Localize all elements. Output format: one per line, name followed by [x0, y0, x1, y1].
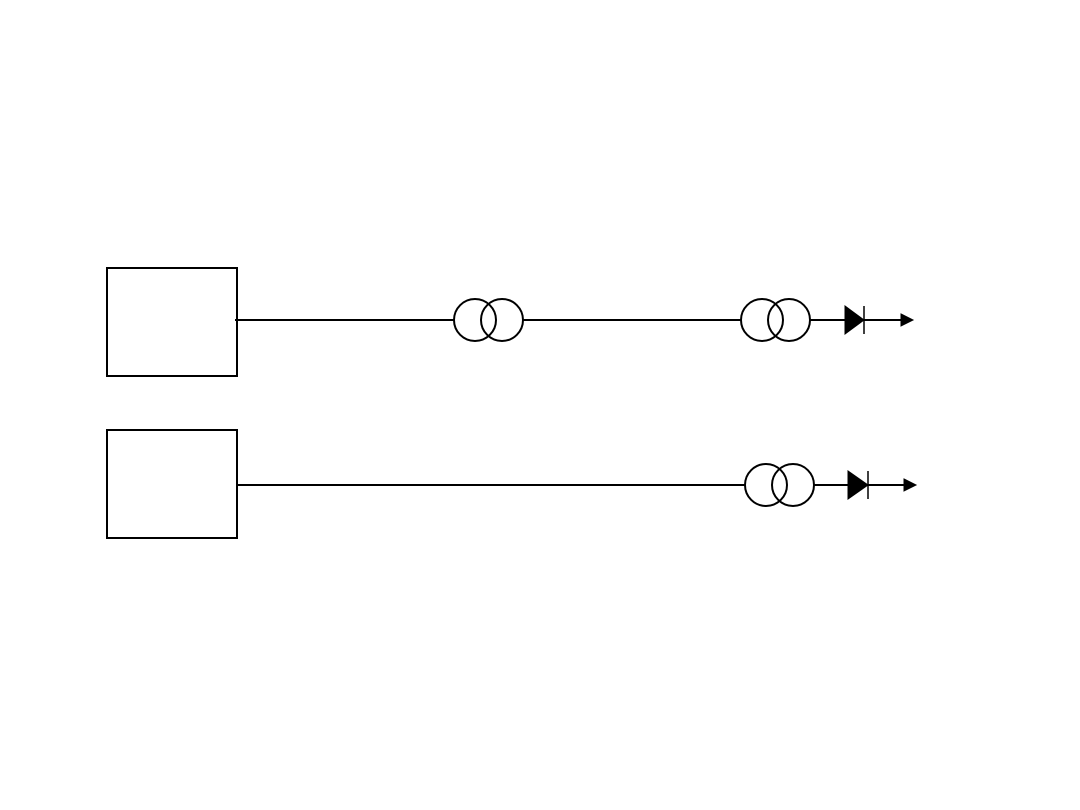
upper-output-arrow-icon: [864, 313, 915, 327]
lower-transformer-icon: [744, 463, 815, 507]
upper-transformer-1-icon: [453, 298, 524, 342]
upper-transformer-2-icon: [740, 298, 811, 342]
upper-line: [106, 267, 915, 377]
lower-diode-icon: [847, 470, 869, 500]
upper-diode-icon: [844, 305, 865, 335]
upper-source-box: [106, 267, 238, 377]
lower-output-arrow-icon: [868, 478, 918, 492]
lower-line: [106, 429, 918, 539]
lower-source-box: [106, 429, 238, 539]
